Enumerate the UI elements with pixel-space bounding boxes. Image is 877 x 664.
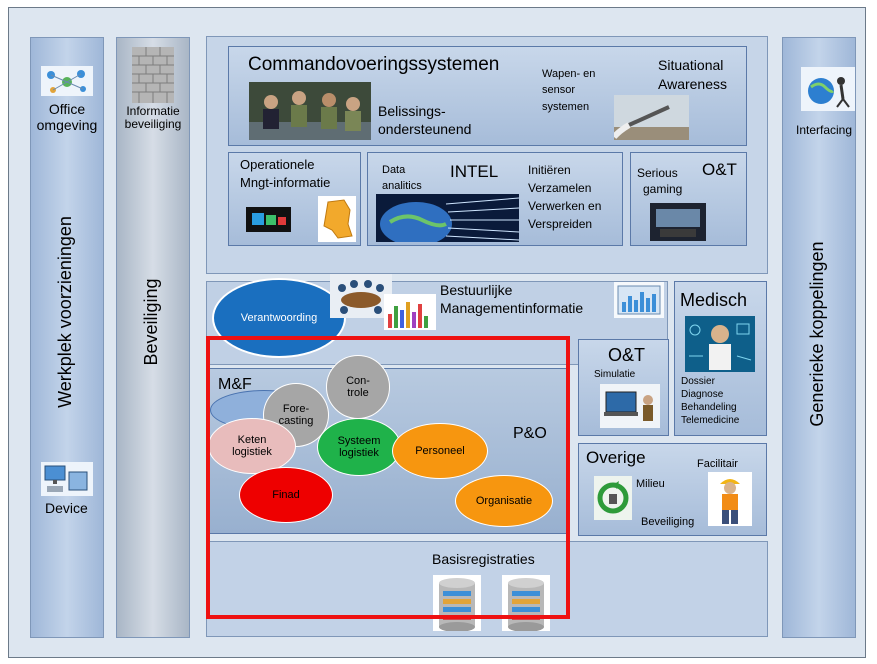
basis-title: Basisregistraties (432, 551, 535, 567)
operationele-line2: Mngt-informatie (240, 175, 331, 190)
command-title: Commandovoeringssystemen (248, 54, 500, 75)
report-icon (614, 282, 664, 318)
bestuurlijke-line2: Managementinformatie (440, 300, 584, 316)
informatie-beveiliging-label: Informatie beveiliging (124, 104, 182, 132)
medisch-item-2: Diagnose (681, 389, 724, 400)
meeting-icon (330, 274, 392, 318)
computer-device-icon (41, 462, 93, 496)
intel-step-4: Verspreiden (528, 217, 593, 231)
office-omgeving-label: Office omgeving (36, 101, 98, 133)
medisch-item-4: Telemedicine (681, 415, 740, 426)
network-diagram-icon (41, 66, 93, 96)
keten-logistiek-bubble: Keten logistiek (208, 418, 296, 474)
serious-line1: Serious (637, 166, 678, 180)
ot-top-title: O&T (702, 160, 737, 179)
po-title: P&O (513, 425, 547, 442)
operationele-line1: Operationele (240, 157, 315, 172)
worker-icon (708, 472, 752, 526)
ondersteunend-label: ondersteunend (378, 121, 472, 137)
serious-gaming-photo (650, 203, 706, 241)
serious-line2: gaming (643, 182, 683, 196)
overige-title: Overige (586, 448, 646, 467)
overige-beveiliging-label: Beveiliging (641, 516, 695, 528)
wapen-line1: Wapen- en (542, 68, 596, 80)
missile-photo (614, 95, 689, 140)
mf-title: M&F (218, 376, 252, 393)
generieke-label: Generieke koppelingen (807, 241, 827, 427)
beveiliging-column (116, 37, 190, 638)
brick-wall-icon (132, 47, 174, 103)
dashboard-icon (246, 207, 291, 232)
systeem-logistiek-bubble: Systeem logistiek (317, 418, 401, 476)
bar-chart-icon (384, 294, 436, 330)
simulatie-label: Simulatie (594, 369, 636, 380)
situational-line1: Situational (658, 57, 724, 73)
belissings-label: Belissings- (378, 103, 446, 119)
wapen-line2: sensor (542, 84, 576, 96)
intel-step-2: Verzamelen (528, 181, 592, 195)
basis-panel (206, 541, 768, 637)
highlight-rectangle (206, 336, 570, 619)
wapen-line3: systemen (542, 101, 590, 113)
werkplek-column (30, 37, 104, 638)
organisatie-bubble: Organisatie (455, 475, 553, 527)
globe-icon (801, 67, 855, 111)
medisch-item-1: Dossier (681, 376, 715, 387)
device-label: Device (45, 500, 88, 516)
personeel-bubble: Personeel (392, 423, 488, 479)
netherlands-map-icon (318, 196, 356, 242)
earth-data-photo (376, 194, 519, 242)
generieke-column (782, 37, 856, 638)
doctor-icon (685, 316, 755, 372)
intel-step-3: Verwerken en (528, 199, 602, 213)
intel-title: INTEL (450, 162, 499, 181)
bestuurlijke-line1: Bestuurlijke (440, 282, 513, 298)
verantwoording-ellipse: Verantwoording (212, 278, 346, 358)
werkplek-label: Werkplek voorzieningen (55, 216, 75, 408)
recycle-icon (594, 476, 632, 520)
simulation-icon (600, 384, 660, 428)
interfacing-label: Interfacing (796, 123, 853, 137)
situational-line2: Awareness (658, 76, 728, 92)
facilitair-label: Facilitair (697, 458, 738, 470)
medisch-item-3: Behandeling (681, 402, 737, 413)
command-photo (249, 82, 371, 140)
milieu-label: Milieu (636, 478, 665, 490)
finad-bubble: Finad (239, 467, 333, 523)
intel-step-1: Initiëren (528, 163, 571, 177)
beveiliging-label: Beveiliging (141, 278, 161, 366)
data-analitics-line1: Data (382, 164, 406, 176)
medisch-title: Medisch (680, 290, 748, 310)
ot-sim-title: O&T (608, 345, 646, 365)
database-icon (502, 575, 550, 631)
data-analitics-line2: analitics (382, 180, 422, 192)
